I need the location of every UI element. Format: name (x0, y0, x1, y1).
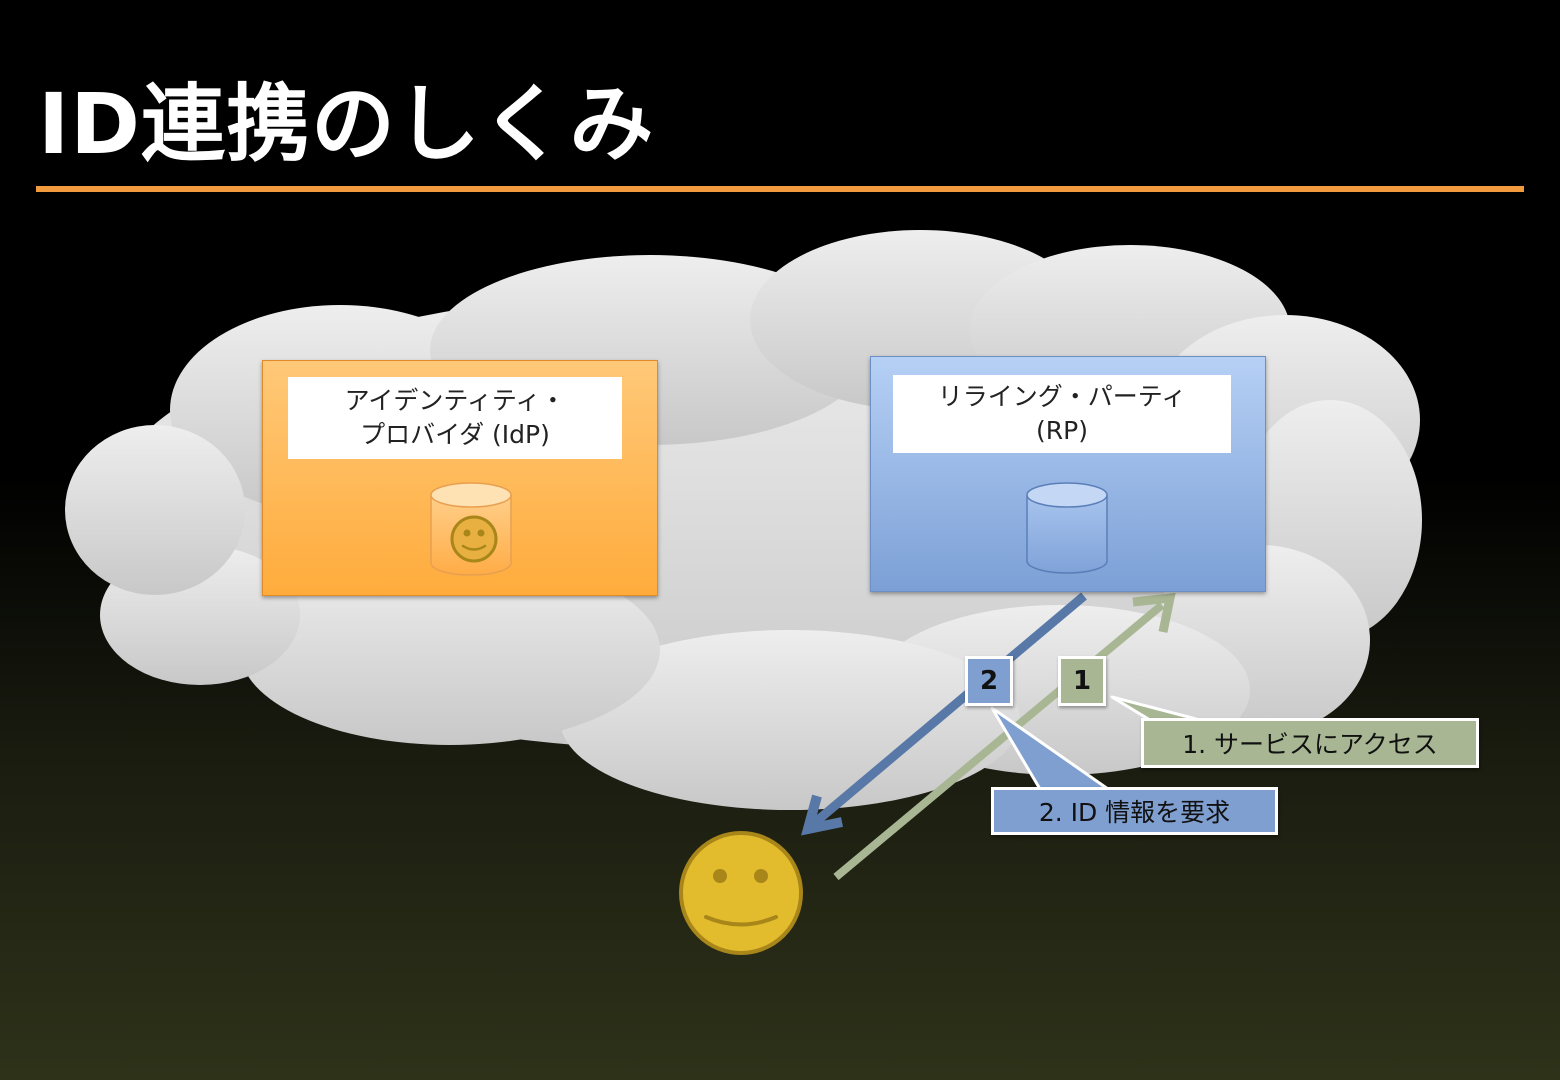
step-badge-1: 1 (1058, 656, 1106, 706)
smiley-face-icon (679, 831, 803, 955)
callout-step-2: 2. ID 情報を要求 (991, 787, 1278, 835)
database-icon (1026, 482, 1108, 574)
rp-label: リライング・パーティ (RP) (893, 375, 1231, 453)
idp-label-line1: アイデンティティ・ (344, 386, 566, 415)
idp-panel: アイデンティティ・ プロバイダ (IdP) (262, 360, 658, 596)
slide-title: ID連携のしくみ (38, 75, 655, 173)
arrow-step2 (801, 592, 1087, 836)
callout-step-1: 1. サービスにアクセス (1141, 718, 1479, 768)
rp-label-line2: (RP) (1036, 416, 1088, 445)
idp-label-line2: プロバイダ (IdP) (360, 420, 550, 449)
step-badge-2: 2 (965, 656, 1013, 706)
rp-label-line1: リライング・パーティ (937, 382, 1187, 411)
title-rule (36, 186, 1524, 192)
rp-panel: リライング・パーティ (RP) (870, 356, 1266, 592)
database-smiley-icon (430, 482, 512, 576)
arrow-step1 (833, 592, 1176, 881)
idp-label: アイデンティティ・ プロバイダ (IdP) (288, 377, 622, 459)
